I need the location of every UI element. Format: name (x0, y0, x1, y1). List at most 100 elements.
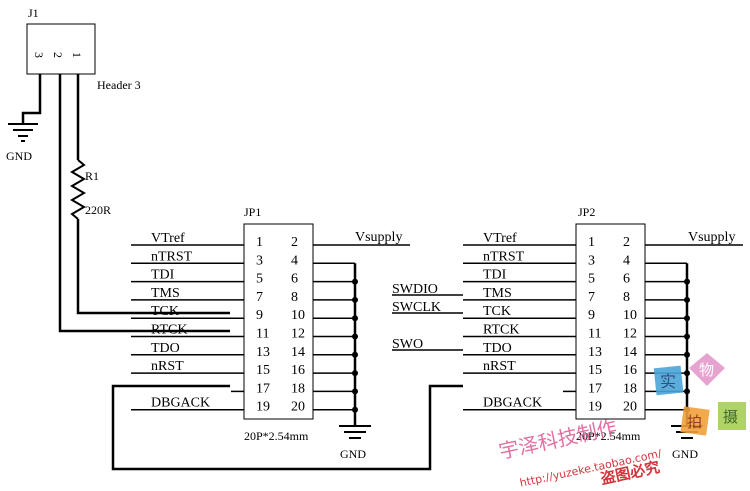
wire-r1-tck (76, 219, 230, 315)
jp2-pin-number-right: 18 (623, 381, 637, 396)
stamp-char-3: 拍 (687, 413, 702, 431)
jp1-pin-number-left: 19 (256, 400, 270, 415)
jp1-pin-number-right: 14 (291, 345, 305, 360)
jp2-net-label: TMS (483, 286, 512, 301)
jp1-pin-number-right: 12 (291, 327, 305, 342)
jp2-footprint: 20P*2.54mm (576, 429, 641, 443)
jp2-net-label: TDO (483, 341, 512, 356)
jp2-swdio-label: SWDIO (392, 282, 438, 297)
stamp-box-1 (653, 365, 684, 396)
jp2-pin-number-left: 11 (588, 327, 601, 342)
jp2-pin-number-right: 4 (623, 253, 630, 268)
j1-pin-2: 2 (51, 52, 65, 58)
stamp-char-1: 实 (660, 372, 676, 391)
jp1-pin-number-right: 20 (291, 400, 305, 415)
jp1-net-label: nRST (151, 359, 184, 374)
j1-header: J1 3 2 1 Header 3 (26, 6, 141, 92)
jp2-net-label: TDI (483, 268, 507, 283)
r1-ref: R1 (85, 169, 99, 183)
jp2-connector: JP2 20P*2.54mm (575, 205, 646, 443)
jp1-net-label: VTref (151, 231, 185, 246)
jp1-body (243, 223, 314, 420)
jp1-connector: JP1 20P*2.54mm (243, 205, 314, 443)
jp2-pin-number-right: 6 (623, 272, 630, 287)
jp2-net-label: RTCK (483, 323, 520, 338)
jp1-net-label: DBGACK (151, 396, 210, 411)
jp1-net-label: TCK (151, 304, 179, 319)
jp1-pin-number-right: 18 (291, 381, 305, 396)
jp1-net-label: TDI (151, 268, 175, 283)
jp1-pin-number-right: 10 (291, 308, 305, 323)
gnd-label-jp2: GND (672, 447, 698, 461)
jp2-pin-number-right: 14 (623, 345, 637, 360)
jp2-vsupply-label: Vsupply (688, 230, 735, 245)
gnd-symbol-j1 (8, 123, 38, 142)
jp1-pin-number-left: 1 (256, 235, 263, 250)
jp2-pin-number-left: 9 (588, 308, 595, 323)
jp1-pin-number-left: 7 (256, 290, 263, 305)
resistor-r1 (70, 159, 86, 220)
jp2-pin-number-left: 17 (588, 381, 602, 396)
wire-pin17-link (111, 384, 463, 471)
jp1-net-label: RTCK (151, 323, 188, 338)
jp2-pin-number-right: 16 (623, 363, 637, 378)
jp2-net-label: DBGACK (483, 396, 542, 411)
jp2-pin-number-right: 2 (623, 235, 630, 250)
jp1-pin-number-left: 9 (256, 308, 263, 323)
jp2-swclk-label: SWCLK (392, 300, 441, 315)
jp1-pin-number-right: 8 (291, 290, 298, 305)
jp2-pin-number-left: 1 (588, 235, 595, 250)
j1-body (26, 23, 96, 75)
jp1-pin-number-right: 6 (291, 272, 298, 287)
jp2-net-label: TCK (483, 304, 511, 319)
wire-j1-rtck (58, 74, 230, 333)
r1-value: 220R (85, 203, 111, 217)
gnd-label-jp1: GND (340, 447, 366, 461)
jp2-pin-number-right: 10 (623, 308, 637, 323)
jp1-pin-number-right: 4 (291, 253, 298, 268)
jp2-pin-number-left: 15 (588, 363, 602, 378)
jp2-pin-number-left: 13 (588, 345, 602, 360)
jp1-pin-number-left: 13 (256, 345, 270, 360)
stamp-char-4: 摄 (723, 408, 738, 426)
j1-pin-1: 1 (70, 52, 84, 58)
jp1-pin-number-left: 3 (256, 253, 263, 268)
j1-value: Header 3 (97, 78, 141, 92)
jp1-ref: JP1 (244, 205, 261, 219)
jp2-net-label: nRST (483, 359, 516, 374)
jp2-ref: JP2 (578, 205, 595, 219)
stamp-box-2 (689, 353, 725, 386)
jp2-net-label: nTRST (483, 249, 525, 264)
jp2-pin-number-right: 12 (623, 327, 637, 342)
jp1-junction-dot (352, 406, 358, 413)
j1-pin-3: 3 (32, 52, 46, 58)
jp2-body (575, 223, 646, 420)
jp1-pin-number-right: 2 (291, 235, 298, 250)
stamp-box-3 (680, 406, 710, 436)
stamp-box-4 (718, 402, 746, 430)
jp2-pin-number-left: 19 (588, 400, 602, 415)
wire-j1-gnd (21, 74, 42, 124)
jp2-swo-label: SWO (392, 337, 423, 352)
jp1-pin-number-right: 16 (291, 363, 305, 378)
jp1-net-label: TMS (151, 286, 180, 301)
jp2-net-label: VTref (483, 231, 517, 246)
watermark-brand: 宇泽科技制作 (497, 415, 619, 463)
jp1-vsupply-label: Vsupply (355, 230, 402, 245)
j1-ref: J1 (28, 6, 39, 20)
jp1-pin-number-left: 5 (256, 272, 263, 287)
jp1-pin-number-left: 11 (256, 327, 269, 342)
jp2-pin-number-left: 5 (588, 272, 595, 287)
jp2-pin-number-left: 3 (588, 253, 595, 268)
jp1-pin-number-left: 17 (256, 381, 270, 396)
jp1-net-label: nTRST (151, 249, 193, 264)
jp1-pin-number-left: 15 (256, 363, 270, 378)
jp2-pin-number-right: 20 (623, 400, 637, 415)
gnd-label-j1: GND (6, 149, 32, 163)
jp2-pin-number-left: 7 (588, 290, 595, 305)
stamp-char-2: 物 (699, 361, 714, 379)
jp2-pin-number-right: 8 (623, 290, 630, 305)
